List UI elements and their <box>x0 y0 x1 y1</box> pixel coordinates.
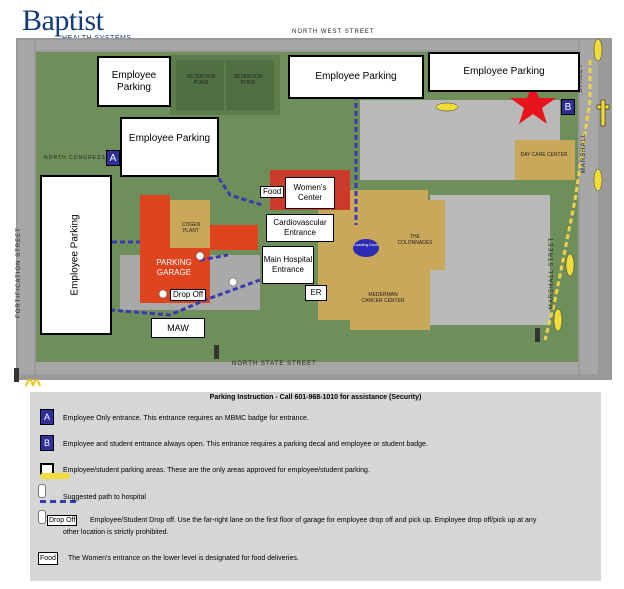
lot-label: Employee Parking <box>315 71 397 82</box>
legend-drop-text-1: Employee/Student Drop off. Use the far-r… <box>90 517 537 524</box>
womens-center-text: Women's Center <box>293 183 327 202</box>
legend-drop-text-2: other location is strictly prohibited. <box>63 529 169 536</box>
cardiovascular-text: Cardiovascular Entrance <box>273 218 327 237</box>
lot-left-tall: Employee Parking <box>40 175 112 335</box>
main-entrance-text: Main Hospital Entrance <box>263 255 313 274</box>
marshall-path <box>543 60 592 341</box>
fortification-road <box>18 40 34 374</box>
parking-garage-label: PARKING GARAGE <box>156 258 192 277</box>
daycare-label: DAY CARE CENTER <box>520 152 568 158</box>
logo-name: Baptist <box>22 4 104 37</box>
loading-dock-label: Loading Dock <box>353 242 379 247</box>
maw-label: MAW <box>151 318 205 338</box>
north-west-street-label: NORTH WEST STREET <box>292 29 375 35</box>
star-marker <box>510 82 556 124</box>
legend-path-swatch <box>40 500 76 503</box>
legend-food-tag: Food <box>38 552 58 565</box>
legend-car-icon <box>40 473 70 479</box>
traffic-light-icon <box>535 328 540 342</box>
southeast-lot <box>430 195 550 325</box>
legend-a-text: Employee Only entrance. This entrance re… <box>63 415 309 422</box>
lot-top-center: Employee Parking <box>288 55 424 99</box>
lot-top-right: Employee Parking <box>428 52 580 92</box>
loading-dock-marker <box>353 239 379 257</box>
detention-pond-label: DETENTION POND <box>233 74 263 86</box>
colonnades-label: THE COLONNADES <box>397 234 433 246</box>
entrance-b-badge: B <box>561 99 575 115</box>
car-icon <box>565 253 575 277</box>
pedestrian-icon <box>158 289 168 299</box>
pedestrian-icon <box>195 251 205 261</box>
lot-label: Employee Parking <box>111 69 157 93</box>
parking-legend: Parking Instruction - Call 601-968-1010 … <box>30 392 601 581</box>
legend-areas-text: Employee/student parking areas. These ar… <box>63 467 370 474</box>
lot-label: Employee Parking <box>70 214 81 296</box>
lot-label: Employee Parking <box>463 66 545 77</box>
path-segment <box>199 253 229 262</box>
north-west-road <box>36 40 578 50</box>
detention-pond-1 <box>176 60 224 110</box>
marshall-road <box>580 40 598 374</box>
restaurant-logo-icon <box>25 379 41 387</box>
legend-pedestrian-icon <box>38 510 46 524</box>
legend-b-text: Employee and student entrance always ope… <box>63 441 428 448</box>
cogen-plant-label: COGEN PLANT <box>181 222 201 234</box>
entrance-a-badge: A <box>106 150 120 166</box>
pedestrian-icon <box>228 277 238 287</box>
main-hospital-entrance-label: Main Hospital Entrance <box>262 246 314 284</box>
legend-title: Parking Instruction - Call 601-968-1010 … <box>209 394 422 401</box>
womens-center-label: Women's Center <box>285 177 335 209</box>
car-icon <box>593 38 603 62</box>
legend-a-badge: A <box>40 409 54 425</box>
legend-path-text: Suggested path to hospital <box>63 494 146 501</box>
marshall-street-label-bottom: MARSHALL STREET <box>549 236 556 310</box>
legend-b-badge: B <box>40 435 54 451</box>
car-icon <box>593 168 603 192</box>
legend-food-text: The Women's entrance on the lower level … <box>68 555 299 562</box>
lot-label: Employee Parking <box>128 133 211 144</box>
legend-pedestrian-icon <box>38 484 46 498</box>
maw-text: MAW <box>167 323 189 333</box>
colonnades-building <box>385 200 445 270</box>
garage-connector <box>210 225 258 250</box>
legend-drop-off-tag: Drop Off <box>47 515 78 526</box>
traffic-light-icon <box>14 368 19 382</box>
north-state-street-label: NORTH STATE STREET <box>232 361 317 367</box>
detention-pond-2 <box>226 60 274 110</box>
marshall-street-label-mid: MARSHALL <box>581 132 588 174</box>
lot-mid-left: Employee Parking <box>120 117 219 177</box>
drop-off-tag: Drop Off <box>170 289 207 301</box>
cancer-center-label: MEDERMAN CANCER CENTER <box>361 292 405 304</box>
garage-upper <box>140 195 170 250</box>
fortification-street-label: FORTIFICATION STREET <box>16 227 22 318</box>
car-icon <box>435 102 459 112</box>
cardiovascular-entrance-label: Cardiovascular Entrance <box>266 214 334 242</box>
er-label: ER <box>305 285 327 301</box>
er-text: ER <box>310 288 322 297</box>
car-icon <box>553 308 563 332</box>
north-congress-street-label: NORTH CONGRESS STREET <box>44 155 134 161</box>
cancer-center-building <box>350 270 430 330</box>
lot-top-left: Employee Parking <box>97 56 171 107</box>
campus-map: NORTH WEST STREET NORTH STATE STREET NOR… <box>14 29 612 387</box>
daycare-building <box>515 140 575 180</box>
gate-post-icon <box>600 99 606 127</box>
traffic-light-icon <box>214 345 219 359</box>
detention-pond-label: DETENTION POND <box>186 74 216 86</box>
food-tag: Food <box>260 186 285 198</box>
north-state-road <box>36 362 578 374</box>
